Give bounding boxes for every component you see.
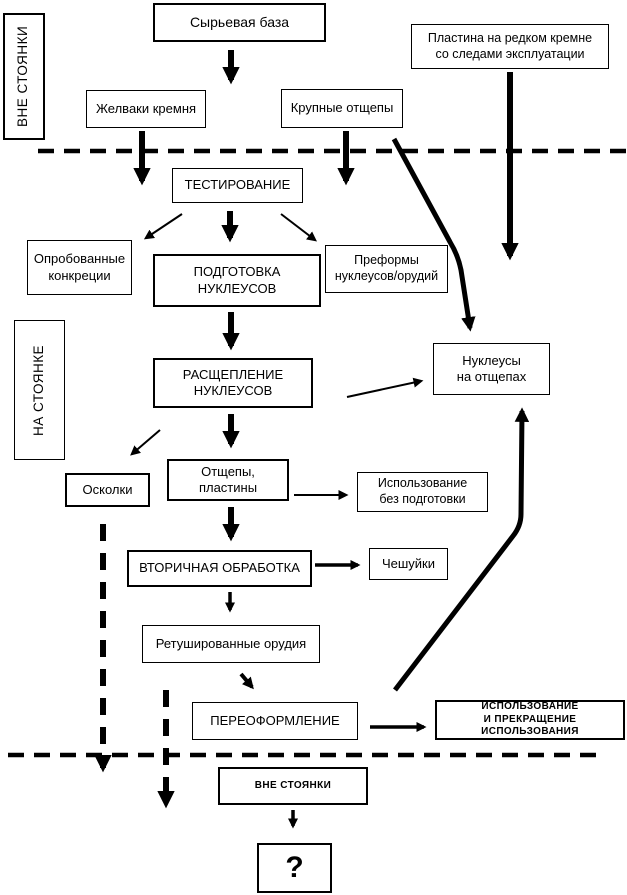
node-large-flakes: Крупные отщепы bbox=[281, 89, 403, 128]
node-chips: Чешуйки bbox=[369, 548, 448, 580]
node-raw-material-base: Сырьевая база bbox=[153, 3, 326, 42]
node-testing: ТЕСТИРОВАНИЕ bbox=[172, 168, 303, 203]
node-question: ? bbox=[257, 843, 332, 893]
zone-label-off-site-bottom: ВНЕ СТОЯНКИ bbox=[218, 767, 368, 805]
node-core-preparation: ПОДГОТОВКА НУКЛЕУСОВ bbox=[153, 254, 321, 307]
node-retouched-tools: Ретушированные орудия bbox=[142, 625, 320, 663]
node-cores-on-flakes: Нуклеусы на отщепах bbox=[433, 343, 550, 395]
arrow-testing-to-preforms bbox=[280, 213, 317, 242]
zone-label-off-site-top: ВНЕ СТОЯНКИ bbox=[3, 13, 45, 140]
node-use-without-preparation: Использование без подготовки bbox=[357, 472, 488, 512]
arrow-reduction-to-shatter bbox=[130, 429, 161, 456]
node-plate-on-rare-flint: Пластина на редком кремне со следами экс… bbox=[411, 24, 609, 69]
node-reshaping: ПЕРЕОФОРМЛЕНИЕ bbox=[192, 702, 358, 740]
arrow-retouched-to-reshaping bbox=[239, 672, 254, 690]
zone-label-on-site: НА СТОЯНКЕ bbox=[14, 320, 65, 460]
arrow-reshaping-to-coresonflakes bbox=[393, 407, 530, 692]
node-shatter: Осколки bbox=[65, 473, 150, 507]
arrow-largeflakes-to-coresonflakes bbox=[391, 137, 476, 332]
node-use-and-discard: ИСПОЛЬЗОВАНИЕ И ПРЕКРАЩЕНИЕ ИСПОЛЬЗОВАНИ… bbox=[435, 700, 625, 740]
node-core-reduction: РАСЩЕПЛЕНИЕ НУКЛЕУСОВ bbox=[153, 358, 313, 408]
arrow-testing-to-concretions bbox=[143, 213, 183, 240]
node-tested-concretions: Опробованные конкреции bbox=[27, 240, 132, 295]
node-flint-nodules: Желваки кремня bbox=[86, 90, 206, 128]
node-preforms: Преформы нуклеусов/орудий bbox=[325, 245, 448, 293]
node-secondary-working: ВТОРИЧНАЯ ОБРАБОТКА bbox=[127, 550, 312, 587]
arrow-reduction-to-coresonflakes bbox=[346, 377, 424, 398]
node-flakes-blades: Отщепы, пластины bbox=[167, 459, 289, 501]
